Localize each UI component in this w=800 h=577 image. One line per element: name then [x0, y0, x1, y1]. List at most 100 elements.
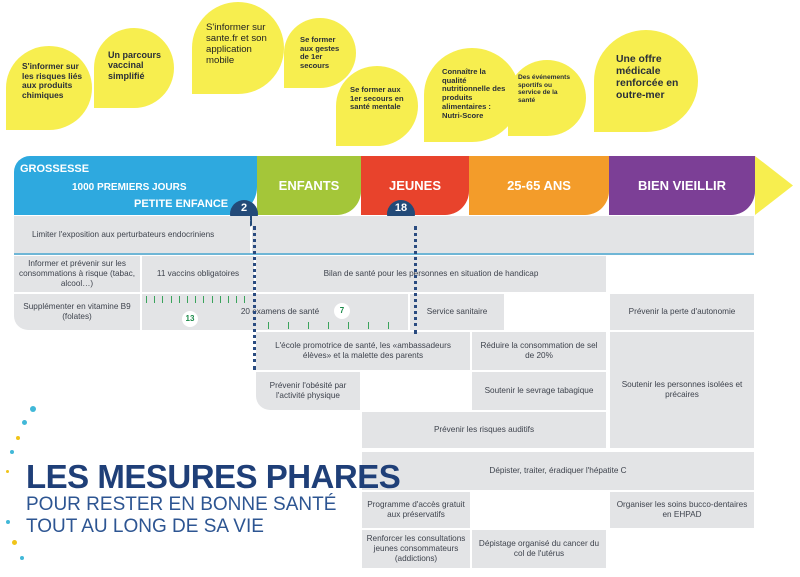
cell-text: Prévenir les risques auditifs — [433, 424, 535, 434]
label-adultes: 25-65 ANS — [507, 178, 571, 193]
exam-tick — [178, 296, 180, 303]
bubble-text: Se former aux gestes de 1er secours — [300, 35, 340, 71]
cell-cancer-uterus: Dépistage organisé du cancer du col de l… — [472, 530, 606, 568]
row-separator — [14, 253, 754, 255]
bubble-text: Connaître la qualité nutritionnelle des … — [442, 67, 506, 120]
cell-service-sanitaire: Service sanitaire — [410, 294, 504, 330]
cell-perte-autonomie: Prévenir la perte d'autonomie — [610, 294, 754, 330]
cell-text: Dépister, traiter, éradiquer l'hépatite … — [489, 465, 627, 475]
exam-tick — [211, 296, 213, 303]
bubble-text: Une offre médicale renforcée en outre-me… — [616, 54, 679, 101]
bubble-gestes-secours: Se former aux gestes de 1er secours — [284, 18, 356, 88]
decor-dot — [6, 520, 10, 524]
exam-tick — [203, 296, 205, 303]
cell-obesite: Prévenir l'obésité par l'activité physiq… — [256, 372, 360, 410]
decor-dot — [6, 470, 9, 473]
cell-text: Informer et prévenir sur les consommatio… — [18, 258, 136, 289]
examens-count-13: 13 — [182, 311, 198, 327]
cell-text: Prévenir la perte d'autonomie — [628, 306, 736, 316]
cell-consommations: Informer et prévenir sur les consommatio… — [14, 256, 140, 292]
cell-reduire-sel: Réduire la consommation de sel de 20% — [472, 332, 606, 370]
band-bien-vieillir: BIEN VIEILLIR — [609, 156, 755, 215]
arrow-head-icon — [755, 156, 793, 215]
cell-ecole-promotrice: L'école promotrice de santé, les «ambass… — [256, 332, 470, 370]
subtitle-line-1: POUR RESTER EN BONNE SANTÉ — [26, 494, 337, 515]
exam-tick — [236, 296, 238, 303]
label-mille-jours: 1000 PREMIERS JOURS — [72, 182, 187, 193]
label-petite-enfance: PETITE ENFANCE — [134, 198, 229, 210]
exam-tick — [328, 322, 329, 329]
cell-text: Prévenir l'obésité par l'activité physiq… — [269, 380, 347, 400]
cell-text: Programme d'accès gratuit aux préservati… — [367, 499, 465, 519]
exam-tick — [244, 296, 246, 303]
cell-text: Renforcer les consultations jeunes conso… — [366, 533, 466, 564]
cell-text: Supplémenter en vitamine B9 (folates) — [23, 301, 131, 321]
exam-tick — [154, 296, 156, 303]
cell-vitamine-b9: Supplémenter en vitamine B9 (folates) — [14, 294, 140, 330]
bubble-text: S'informer sur les risques liés aux prod… — [22, 61, 83, 100]
bubble-produits-chimiques: S'informer sur les risques liés aux prod… — [6, 46, 92, 130]
headline-subtitle: POUR RESTER EN BONNE SANTÉ TOUT AU LONG … — [26, 494, 336, 538]
label-jeunes: JEUNES — [388, 178, 442, 193]
age-value: 18 — [394, 202, 408, 214]
cell-preservatifs: Programme d'accès gratuit aux préservati… — [362, 492, 470, 528]
cell-text: Réduire la consommation de sel de 20% — [480, 340, 598, 360]
headline-title: LES MESURES PHARES — [26, 458, 401, 495]
bubble-outre-mer: Une offre médicale renforcée en outre-me… — [594, 30, 698, 132]
cell-bucco-dentaires: Organiser les soins bucco-dentaires en E… — [610, 492, 754, 528]
decor-dot — [30, 406, 36, 412]
exam-tick — [368, 322, 369, 329]
age-value: 2 — [240, 202, 248, 214]
bubble-nutri-score: Connaître la qualité nutritionnelle des … — [424, 48, 520, 142]
bubble-sante-fr: S'informer sur sante.fr et son applicati… — [192, 2, 284, 94]
cell-text: Organiser les soins bucco-dentaires en E… — [616, 499, 748, 519]
examens-count-7: 7 — [334, 303, 350, 319]
age-line-2 — [253, 226, 256, 370]
decor-dot — [12, 540, 17, 545]
bubble-text: Un parcours vaccinal simplifié — [108, 50, 162, 81]
cell-vaccins: 11 vaccins obligatoires — [142, 256, 254, 292]
bubble-evenements-sportifs: Des événements sportifs ou service de la… — [508, 60, 586, 136]
decor-dot — [22, 420, 27, 425]
cell-personnes-isolees: Soutenir les personnes isolées et précai… — [610, 332, 754, 448]
cell-text: 20 examens de santé — [240, 306, 320, 316]
cell-text: 11 vaccins obligatoires — [156, 268, 240, 278]
cell-risques-auditifs: Prévenir les risques auditifs — [362, 412, 606, 448]
decor-dot — [16, 436, 20, 440]
cell-sevrage-tabagique: Soutenir le sevrage tabagique — [472, 372, 606, 410]
band-grossesse: GROSSESSE 1000 PREMIERS JOURS PETITE ENF… — [14, 156, 257, 215]
label-bien-vieillir: BIEN VIEILLIR — [637, 178, 727, 193]
cell-bilan-handicap: Bilan de santé pour les personnes en sit… — [256, 256, 606, 292]
exam-tick — [228, 296, 229, 303]
exam-tick — [187, 296, 188, 303]
exam-tick — [288, 322, 289, 329]
exam-tick — [162, 296, 164, 303]
decor-dot — [10, 450, 14, 454]
exam-tick — [348, 322, 349, 329]
exam-tick — [268, 322, 269, 329]
bubble-parcours-vaccinal: Un parcours vaccinal simplifié — [94, 28, 174, 108]
subtitle-line-2: TOUT AU LONG DE SA VIE — [26, 515, 264, 537]
cell-text: Dépistage organisé du cancer du col de l… — [478, 538, 600, 558]
cell-perturbateurs-ext — [252, 216, 754, 254]
label-enfants: ENFANTS — [278, 178, 340, 193]
cell-text: Bilan de santé pour les personnes en sit… — [323, 268, 539, 278]
cell-text: Service sanitaire — [426, 306, 488, 316]
cell-hepatite-c: Dépister, traiter, éradiquer l'hépatite … — [362, 452, 754, 490]
cell-text: Limiter l'exposition aux perturbateurs e… — [32, 229, 215, 239]
exam-tick — [146, 296, 147, 303]
decor-dot — [20, 556, 24, 560]
cell-perturbateurs: Limiter l'exposition aux perturbateurs e… — [14, 216, 250, 254]
band-enfants: ENFANTS — [257, 156, 361, 215]
cell-text: Soutenir les personnes isolées et précai… — [621, 379, 743, 399]
exam-tick — [388, 322, 389, 329]
exam-tick — [170, 296, 172, 303]
cell-text: Soutenir le sevrage tabagique — [484, 385, 594, 395]
bubble-sante-mentale: Se former aux 1er secours en santé menta… — [336, 66, 418, 146]
label-grossesse: GROSSESSE — [20, 163, 90, 175]
band-adultes: 25-65 ANS — [469, 156, 609, 215]
age-line-18 — [414, 226, 417, 334]
bubble-text: Se former aux 1er secours en santé menta… — [350, 85, 404, 112]
cell-text: L'école promotrice de santé, les «ambass… — [275, 340, 451, 360]
bubble-text: S'informer sur sante.fr et son applicati… — [206, 22, 267, 67]
